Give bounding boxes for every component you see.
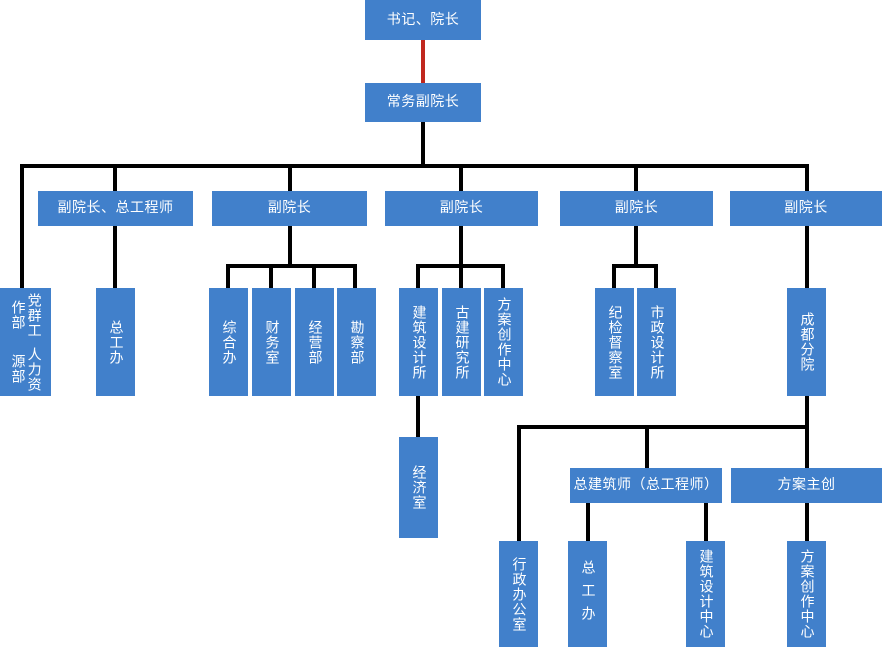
connector-vp3-to-scheme-creation-center	[501, 264, 505, 288]
node-label: 总工办	[107, 319, 124, 365]
connector-deputy-stem-down	[421, 122, 425, 164]
node-vice-president-chief-engineer[interactable]: 副院长、总工程师	[38, 191, 193, 226]
node-label: 市政设计所	[648, 304, 665, 380]
node-label: 方案创作中心	[495, 297, 512, 387]
node-label-human-resources: 人力资源部	[9, 346, 42, 392]
node-label: 副院长、总工程师	[57, 200, 174, 217]
connector-vp2-stem	[288, 226, 292, 264]
node-label: 勘察部	[348, 319, 365, 365]
connector-vp4-to-municipal-institute	[654, 264, 658, 288]
connector-vp4-stem	[634, 226, 638, 264]
connector-vp3-to-architecture-institute	[416, 264, 420, 288]
connector-vp-chief-engineer-to-chief-eng-office	[113, 226, 117, 288]
node-secretary-president[interactable]: 书记、院长	[365, 0, 481, 40]
connector-chengdu-to-scheme-lead	[805, 425, 809, 468]
connector-architecture-institute-to-economics-office	[416, 396, 420, 437]
node-label: 综合办	[220, 319, 237, 365]
node-general-office[interactable]: 综合办	[209, 288, 248, 396]
connector-vp2-to-general-office	[226, 264, 230, 288]
node-architecture-design-institute[interactable]: 建筑设计所	[399, 288, 438, 396]
node-scheme-lead[interactable]: 方案主创	[731, 468, 882, 503]
connector-chengdu-branch-bus	[517, 425, 809, 429]
node-vice-president-4[interactable]: 副院长	[560, 191, 713, 226]
connector-vp2-to-survey-dept	[353, 264, 357, 288]
connector-bus-to-hr-party	[20, 164, 24, 288]
node-label: 副院长	[439, 200, 484, 217]
node-label: 副院长	[784, 200, 828, 217]
node-label: 副院长	[614, 200, 659, 217]
node-label: 建筑设计中心	[697, 549, 714, 639]
node-label: 经营部	[306, 319, 323, 365]
connector-director-to-deputy	[421, 40, 425, 83]
node-ancient-architecture-institute[interactable]: 古建研究所	[442, 288, 481, 396]
node-chief-engineer-office[interactable]: 总工办	[96, 288, 135, 396]
node-label-party-affairs: 党群工作部	[9, 292, 42, 338]
connector-vp2-bus	[226, 264, 357, 268]
connector-vp4-bus	[612, 264, 658, 268]
node-architecture-design-center[interactable]: 建筑设计中心	[686, 541, 725, 647]
connector-vp2-to-finance-office	[269, 264, 273, 288]
connector-bus-to-vp-4	[634, 164, 638, 191]
node-label: 经济室	[410, 465, 427, 510]
node-survey-department[interactable]: 勘察部	[337, 288, 376, 396]
node-label: 总建筑师（总工程师）	[573, 477, 719, 494]
node-municipal-design-institute[interactable]: 市政设计所	[637, 288, 676, 396]
node-economics-office[interactable]: 经济室	[399, 437, 438, 538]
node-branch-scheme-creation-center[interactable]: 方案创作中心	[787, 541, 826, 647]
node-scheme-creation-center[interactable]: 方案创作中心	[484, 288, 523, 396]
node-chengdu-branch[interactable]: 成都分院	[787, 288, 826, 396]
connector-vp3-to-ancient-architecture-institute	[459, 264, 463, 288]
connector-bus-to-vp-2	[288, 164, 292, 191]
node-executive-vice-president[interactable]: 常务副院长	[365, 83, 481, 122]
node-label: 纪检督察室	[606, 304, 623, 380]
node-vice-president-5[interactable]: 副院长	[730, 191, 882, 226]
connector-chengdu-to-admin-office	[517, 425, 521, 541]
node-discipline-inspection-office[interactable]: 纪检督察室	[595, 288, 634, 396]
node-hr-and-party-affairs[interactable]: 党群工作部 人力资源部	[0, 288, 51, 396]
connector-chengdu-to-chief-architect	[645, 425, 649, 468]
node-label: 建筑设计所	[410, 304, 427, 380]
node-label: 方案主创	[777, 477, 836, 494]
connector-chengdu-branch-stem	[805, 396, 809, 425]
node-label: 财务室	[263, 319, 280, 365]
connector-vp4-to-discipline-office	[612, 264, 616, 288]
node-operations-department[interactable]: 经营部	[295, 288, 334, 396]
connector-level2-bus	[20, 164, 809, 168]
node-label: 书记、院长	[386, 11, 460, 28]
node-finance-office[interactable]: 财务室	[252, 288, 291, 396]
node-vice-president-2[interactable]: 副院长	[212, 191, 367, 226]
node-administrative-office[interactable]: 行政办公室	[499, 541, 538, 647]
node-label: 成都分院	[798, 312, 815, 372]
connector-vp5-to-chengdu-branch	[805, 226, 809, 288]
node-label: 总工办	[579, 559, 596, 629]
node-label: 行政办公室	[510, 556, 527, 632]
node-chief-architect-chief-engineer[interactable]: 总建筑师（总工程师）	[570, 468, 722, 503]
node-label: 副院长	[267, 200, 312, 217]
node-branch-chief-engineer-office[interactable]: 总工办	[568, 541, 607, 647]
connector-vp2-to-operations-dept	[312, 264, 316, 288]
connector-bus-to-vp-3	[459, 164, 463, 191]
node-label: 常务副院长	[386, 94, 460, 111]
connector-bus-to-vp-chief-engineer	[113, 164, 117, 191]
connector-vp3-stem	[459, 226, 463, 264]
connector-chief-architect-to-chief-eng-office	[586, 503, 590, 541]
node-label: 古建研究所	[453, 304, 470, 380]
node-vice-president-3[interactable]: 副院长	[385, 191, 538, 226]
node-label: 方案创作中心	[798, 549, 815, 639]
connector-scheme-lead-to-scheme-center	[805, 503, 809, 541]
connector-chief-architect-to-architecture-center	[704, 503, 708, 541]
connector-bus-to-vp-5	[805, 164, 809, 191]
